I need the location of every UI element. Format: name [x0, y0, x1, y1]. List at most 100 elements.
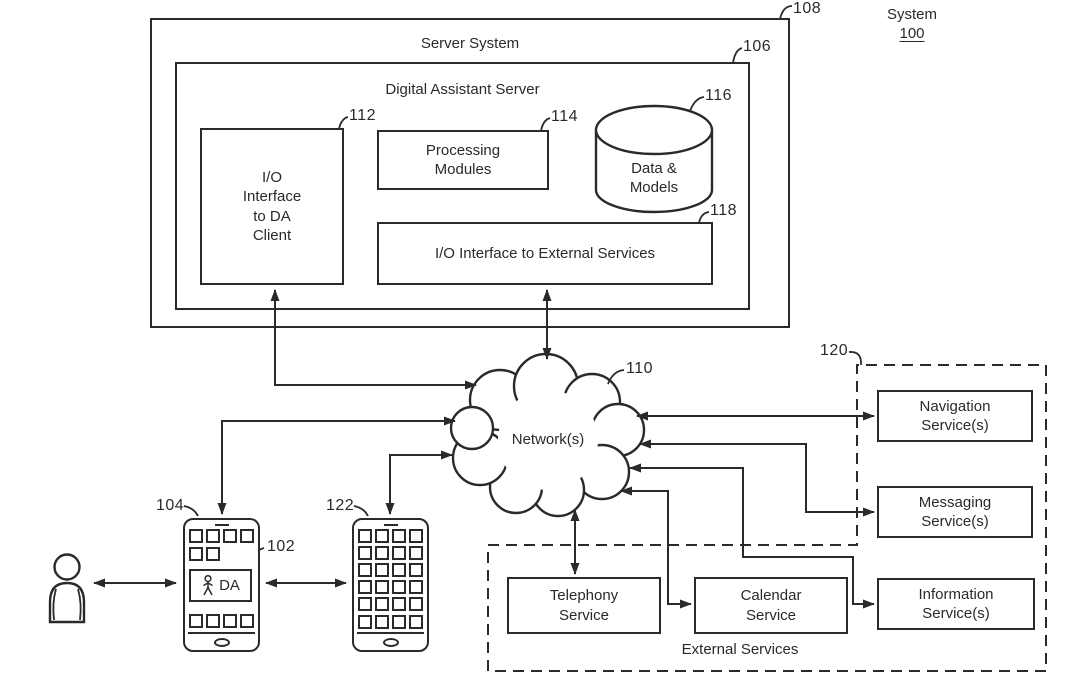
ref-118: 118: [710, 202, 738, 219]
data-models-label-area: Data & Models: [598, 154, 710, 202]
da-client-label: DA: [219, 577, 240, 594]
app-icon: [206, 547, 220, 561]
app-icon-row: [189, 529, 254, 543]
processing-modules-box: Processing Modules: [377, 130, 549, 190]
digital-assistant-server-box: Digital Assistant Server: [175, 62, 750, 310]
app-icon: [206, 614, 220, 628]
external-services-label: External Services: [681, 641, 799, 658]
server-system-box: Server System: [150, 18, 790, 328]
arrow-network-messaging: [639, 439, 875, 517]
messaging-service-label: Messaging Service(s): [918, 493, 992, 530]
app-icon: [392, 546, 406, 560]
app-icon: [409, 529, 423, 543]
home-button: [213, 638, 230, 647]
app-icon-row: [358, 580, 423, 594]
app-icon: [375, 546, 389, 560]
app-icon-row: [358, 546, 423, 560]
io-interface-da-client-box: I/O Interface to DA Client: [200, 128, 344, 285]
phone-speaker: [214, 524, 229, 526]
app-icon: [375, 597, 389, 611]
app-icon: [223, 614, 237, 628]
dock-icon-row: [358, 615, 423, 629]
system-title: System: [886, 6, 937, 23]
server-system-label: Server System: [420, 35, 520, 52]
network-label-area: Network(s): [488, 425, 608, 455]
user-icon: [48, 553, 86, 624]
app-icon: [375, 563, 389, 577]
messaging-service-box: Messaging Service(s): [877, 486, 1033, 538]
app-icon: [358, 563, 372, 577]
home-button: [382, 638, 399, 647]
processing-modules-label: Processing Modules: [425, 141, 501, 178]
dock-divider: [188, 632, 255, 634]
app-icon: [392, 597, 406, 611]
ref-116: 116: [705, 87, 733, 104]
app-icon: [189, 529, 203, 543]
app-icon: [409, 580, 423, 594]
app-icon-row: [358, 563, 423, 577]
ref-108: 108: [793, 0, 822, 17]
io-interface-da-client-label: I/O Interface to DA Client: [242, 169, 302, 244]
app-icon: [240, 614, 254, 628]
app-icon: [358, 615, 372, 629]
telephony-service-box: Telephony Service: [507, 577, 661, 634]
io-interface-external-services-label: I/O Interface to External Services: [434, 244, 656, 262]
arrow-network-calendar: [620, 486, 692, 609]
app-icon: [189, 547, 203, 561]
app-icon: [409, 546, 423, 560]
arrow-device104-network: [217, 416, 456, 515]
calendar-service-box: Calendar Service: [694, 577, 848, 634]
ref-102: 102: [267, 538, 296, 555]
digital-assistant-server-label: Digital Assistant Server: [385, 81, 540, 98]
dock-divider: [357, 632, 424, 634]
app-icon: [409, 615, 423, 629]
calendar-service-label: Calendar Service: [740, 587, 802, 624]
user-device-104: DA: [183, 518, 260, 652]
person-icon: [203, 575, 213, 596]
app-icon: [206, 529, 220, 543]
phone-speaker: [383, 524, 398, 526]
information-service-label: Information Service(s): [918, 585, 994, 622]
ref-110: 110: [626, 360, 654, 377]
da-client-panel: DA: [189, 569, 252, 602]
app-icon: [240, 529, 254, 543]
ref-104: 104: [156, 497, 185, 514]
app-icon: [392, 615, 406, 629]
app-icon-row: [358, 529, 423, 543]
app-icon: [375, 615, 389, 629]
app-icon-row: [358, 597, 423, 611]
app-icon: [358, 580, 372, 594]
ref-122: 122: [326, 497, 355, 514]
data-models-cylinder: [594, 104, 714, 214]
ref-106: 106: [743, 38, 772, 55]
user-device-122: [352, 518, 429, 652]
system-ref-100: 100: [899, 25, 925, 42]
ref-120: 120: [820, 342, 849, 359]
dock-icon-row: [189, 614, 254, 628]
app-icon: [189, 614, 203, 628]
data-models-label: Data & Models: [629, 159, 679, 196]
io-interface-external-services-box: I/O Interface to External Services: [377, 222, 713, 285]
network-cloud: [449, 352, 646, 518]
app-icon-row: [189, 547, 220, 561]
network-label: Network(s): [511, 431, 585, 449]
app-icon: [409, 563, 423, 577]
app-icon: [392, 580, 406, 594]
app-icon: [358, 597, 372, 611]
ref-112: 112: [349, 107, 377, 124]
navigation-service-box: Navigation Service(s): [877, 390, 1033, 442]
app-icon: [375, 529, 389, 543]
ref-114: 114: [551, 108, 579, 125]
navigation-service-label: Navigation Service(s): [919, 397, 991, 434]
arrow-io-da-client-network: [270, 289, 477, 390]
app-icon: [409, 597, 423, 611]
information-service-box: Information Service(s): [877, 578, 1035, 630]
app-icon: [375, 580, 389, 594]
app-icon: [358, 546, 372, 560]
arrow-network-information: [629, 463, 875, 609]
app-icon: [358, 529, 372, 543]
app-icon: [223, 529, 237, 543]
arrow-device122-network: [385, 450, 453, 515]
